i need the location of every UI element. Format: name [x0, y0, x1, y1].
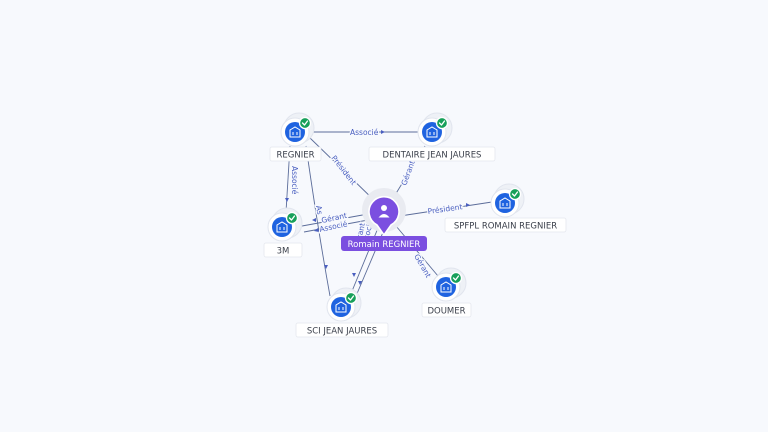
edge-arrows: [285, 130, 470, 285]
edge-person-3m-1: [301, 213, 369, 227]
arrow-icon: [420, 263, 424, 268]
edge-label: As: [314, 205, 324, 216]
node-label: DENTAIRE JEAN JAURES: [383, 151, 482, 161]
building-icon: [440, 281, 452, 293]
node-label-box: [421, 302, 472, 318]
node-label-box: [368, 146, 496, 162]
company-node-dentaire-jean-jaures[interactable]: DENTAIRE JEAN JAURES: [368, 112, 496, 162]
company-node-3m[interactable]: 3M: [263, 207, 303, 258]
company-node-regnier[interactable]: REGNIER: [269, 112, 322, 162]
node-label: REGNIER: [276, 151, 314, 161]
verified-check-icon: [435, 116, 449, 130]
verified-check-icon: [344, 291, 358, 305]
arrow-icon: [352, 273, 356, 277]
arrow-icon: [314, 228, 319, 232]
company-node-sci-jean-jaures[interactable]: SCI JEAN JAURES: [295, 287, 389, 338]
node-label-box: [295, 322, 389, 338]
node-label: SCI JEAN JAURES: [307, 327, 377, 337]
edge-label: Président: [329, 154, 358, 187]
arrow-icon: [358, 281, 362, 285]
building-icon: [335, 301, 347, 313]
arrow-icon: [312, 218, 316, 222]
node-label-box: [263, 242, 303, 258]
arrow-icon: [324, 265, 328, 269]
person-node-romain-regnier[interactable]: Romain REGNIER: [341, 188, 427, 251]
node-label: SPFPL ROMAIN REGNIER: [454, 222, 557, 232]
edge-label: Associé: [290, 166, 299, 195]
edge-regnier-sci: [305, 145, 331, 297]
company-node-spfpl-romain-regnier[interactable]: SPFPL ROMAIN REGNIER: [444, 183, 567, 233]
verified-check-icon: [285, 211, 299, 225]
person-label-box: [341, 236, 427, 251]
edge-label: Associé: [350, 128, 379, 137]
edge-label: Gérant: [399, 159, 416, 186]
building-icon: [289, 126, 301, 138]
verified-check-icon: [449, 271, 463, 285]
arrow-icon: [466, 203, 470, 207]
building-icon: [499, 197, 511, 209]
person-label: Romain REGNIER: [348, 240, 421, 250]
verified-check-icon: [298, 116, 312, 130]
building-icon: [426, 126, 438, 138]
building-icon: [276, 221, 288, 233]
arrow-icon: [285, 198, 289, 202]
edge-person-spfpl: [399, 201, 493, 217]
person-icon: [378, 205, 390, 218]
node-label: DOUMER: [427, 307, 465, 317]
edge-person-3m-2: [303, 219, 369, 233]
node-label: 3M: [277, 247, 290, 257]
node-label-box: [444, 217, 567, 233]
verified-check-icon: [508, 187, 522, 201]
company-node-doumer[interactable]: DOUMER: [421, 267, 472, 318]
node-label-box: [269, 146, 322, 162]
arrow-icon: [381, 130, 385, 134]
edge-label: Président: [427, 202, 463, 216]
